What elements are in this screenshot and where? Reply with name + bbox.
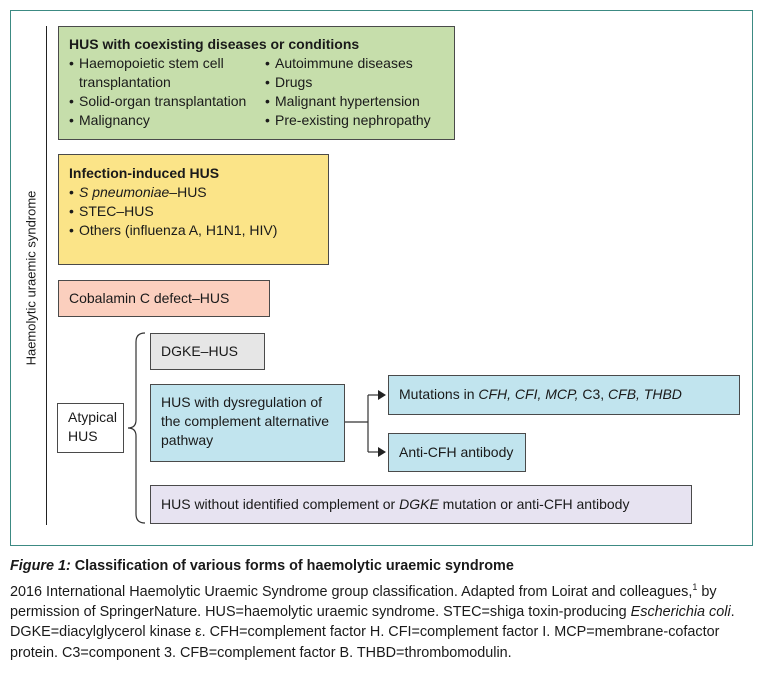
without-label: HUS without identified complement or DGK… bbox=[161, 496, 630, 512]
dysregulation-label: HUS with dysregulation of the complement… bbox=[161, 394, 330, 448]
atypical-label-line1: Atypical bbox=[68, 409, 118, 425]
figure-caption: Figure 1: Classification of various form… bbox=[10, 556, 755, 663]
list-item: Others (influenza A, H1N1, HIV) bbox=[69, 221, 318, 240]
coexisting-conditions-box: HUS with coexisting diseases or conditio… bbox=[58, 26, 455, 140]
infection-list: S pneumoniae–HUS STEC–HUS Others (influe… bbox=[69, 183, 318, 240]
list-item: S pneumoniae–HUS bbox=[69, 183, 318, 202]
dgke-hus-box: DGKE–HUS bbox=[150, 333, 265, 370]
caption-title: Figure 1: Classification of various form… bbox=[10, 558, 514, 574]
list-item: Autoimmune diseases bbox=[265, 54, 444, 73]
hus-axis-line bbox=[46, 26, 47, 525]
coexisting-list-right: Autoimmune diseases Drugs Malignant hype… bbox=[265, 54, 444, 130]
atypical-brace bbox=[127, 332, 146, 524]
list-item: Malignant hypertension bbox=[265, 92, 444, 111]
coexisting-title: HUS with coexisting diseases or conditio… bbox=[69, 36, 360, 52]
list-item: Solid-organ transplantation bbox=[69, 92, 265, 111]
list-item: Malignancy bbox=[69, 111, 265, 130]
caption-body: 2016 International Haemolytic Uraemic Sy… bbox=[10, 581, 735, 661]
list-item: Drugs bbox=[265, 73, 444, 92]
coexisting-list-left: Haemopoietic stem cell transplantation S… bbox=[69, 54, 265, 130]
dgke-label: DGKE–HUS bbox=[161, 343, 239, 359]
atypical-hus-box: Atypical HUS bbox=[57, 403, 124, 453]
arrow-mutations-head bbox=[378, 390, 386, 400]
arrow-antibody-head bbox=[378, 447, 386, 457]
hus-without-identified-box: HUS without identified complement or DGK… bbox=[150, 485, 692, 524]
figure-frame bbox=[10, 10, 753, 546]
complement-dysregulation-box: HUS with dysregulation of the complement… bbox=[150, 384, 345, 462]
mutations-label: Mutations in CFH, CFI, MCP, C3, CFB, THB… bbox=[399, 386, 682, 402]
list-item: Pre-existing nephropathy bbox=[265, 111, 444, 130]
atypical-label-line2: HUS bbox=[68, 428, 98, 444]
antibody-label: Anti-CFH antibody bbox=[399, 444, 514, 460]
anti-cfh-antibody-box: Anti-CFH antibody bbox=[388, 433, 526, 472]
cobalamin-box: Cobalamin C defect–HUS bbox=[58, 280, 270, 317]
list-item: Haemopoietic stem cell transplantation bbox=[69, 54, 265, 92]
infection-induced-box: Infection-induced HUS S pneumoniae–HUS S… bbox=[58, 154, 329, 265]
infection-title: Infection-induced HUS bbox=[69, 165, 220, 181]
cobalamin-label: Cobalamin C defect–HUS bbox=[69, 290, 230, 306]
mutations-box: Mutations in CFH, CFI, MCP, C3, CFB, THB… bbox=[388, 375, 740, 415]
list-item: STEC–HUS bbox=[69, 202, 318, 221]
